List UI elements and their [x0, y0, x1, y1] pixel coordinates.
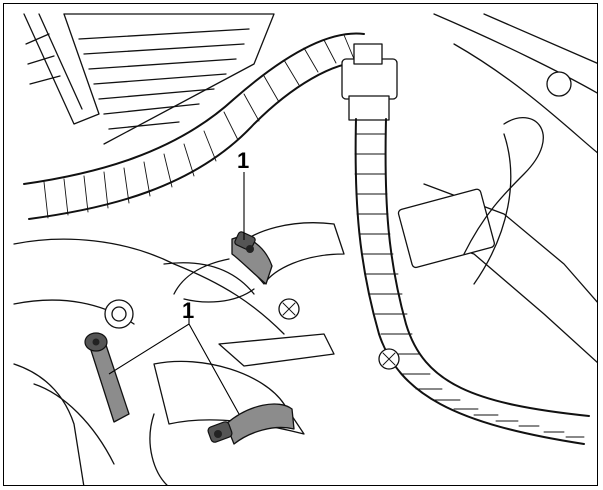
mounting-bracket: [218, 298, 400, 370]
diagram-frame: 1 1: [3, 3, 598, 486]
callout-label-lower: 1: [182, 298, 194, 323]
lower-hose-clamp: [207, 403, 295, 445]
callout-label-upper: 1: [237, 148, 249, 173]
engine-fins: [23, 13, 275, 145]
corrugated-harness-upper: [23, 32, 370, 220]
upper-hose-clamp: [231, 231, 273, 285]
callout-leaders: [108, 172, 245, 415]
right-side-structure: [397, 13, 597, 364]
corrugated-cable-vertical: [354, 118, 590, 445]
connector-block: [341, 43, 398, 121]
engine-bay-illustration: 1 1: [13, 13, 597, 485]
engine-lower-left: [13, 238, 285, 485]
left-strap-clamp: [84, 332, 130, 423]
